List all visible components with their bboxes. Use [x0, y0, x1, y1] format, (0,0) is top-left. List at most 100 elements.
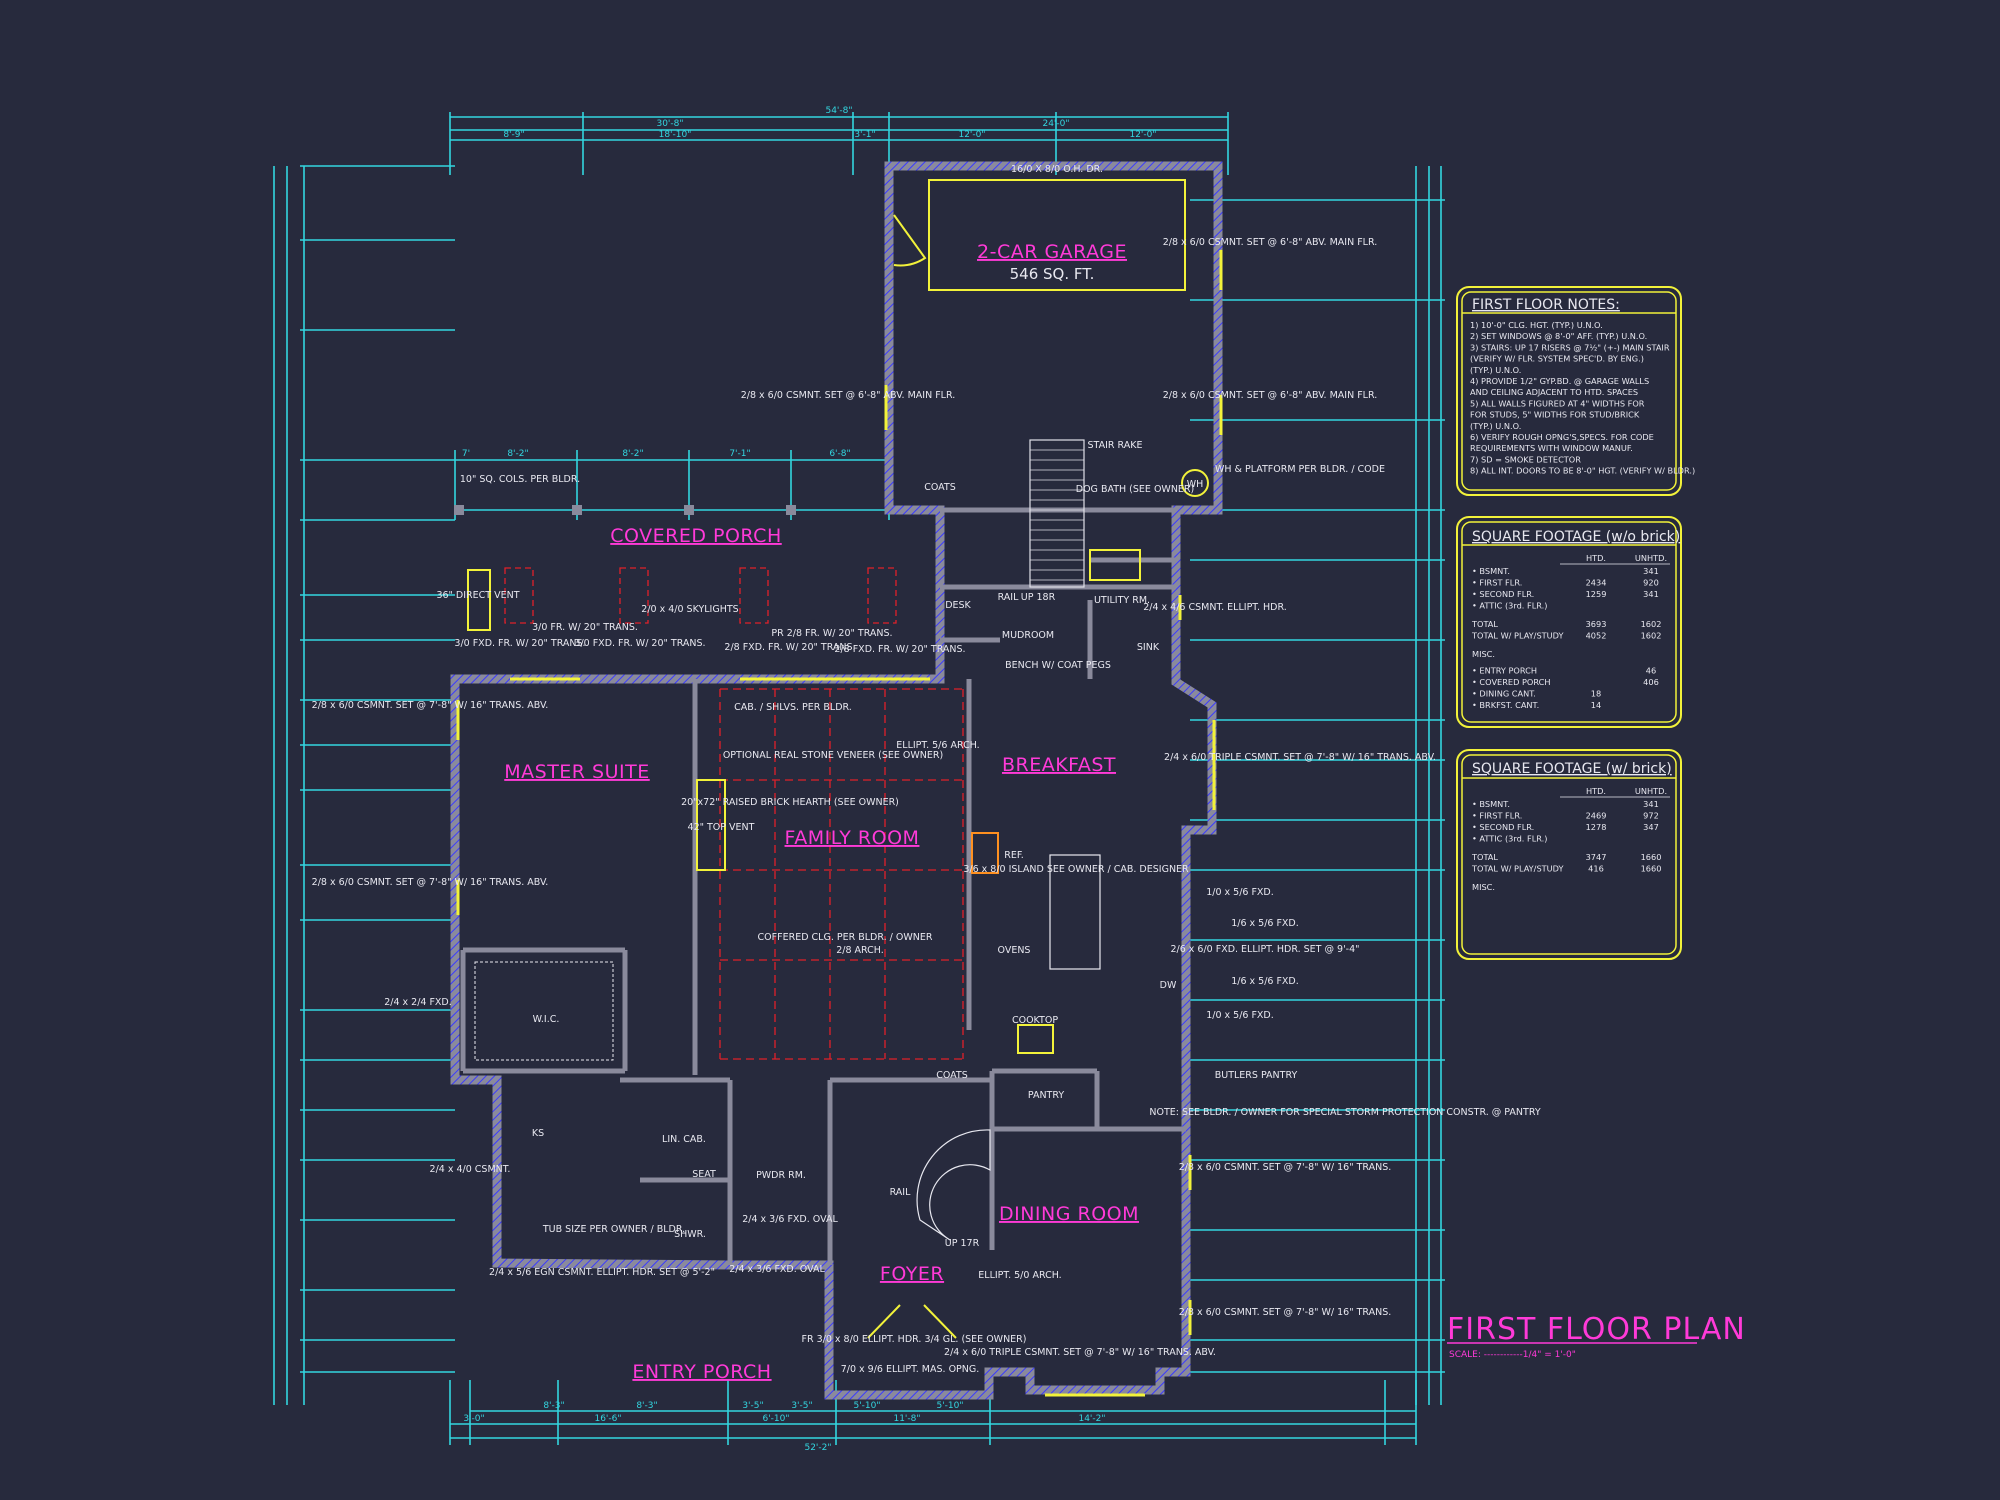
- box-frame: [1456, 516, 1682, 728]
- callouts: 16/0 X 8/0 O.H. DR. 2/8 x 6/0 CSMNT. SET …: [312, 164, 1541, 1375]
- dimension-label: 16'-6": [594, 1414, 621, 1424]
- row-label: TOTAL W/ PLAY/STUDY: [1471, 631, 1564, 641]
- notes-list: 1) 10'-0" CLG. HGT. (TYP.) U.N.O.2) SET …: [1470, 320, 1695, 476]
- row-label: • FIRST FLR.: [1472, 811, 1522, 821]
- room-sublabel: RAIL: [998, 592, 1020, 603]
- dimension-label: 8'-9": [503, 130, 524, 140]
- room-sublabel: COATS: [924, 482, 956, 493]
- annotation-callout: 20"x72" RAISED BRICK HEARTH (SEE OWNER): [681, 797, 899, 808]
- room-label-foyer: FOYER: [880, 1263, 944, 1285]
- annotation-callout: 1/0 x 5/6 FXD.: [1206, 1010, 1274, 1021]
- annotation-callout: 2/8 x 6/0 CSMNT. SET @ 6'-8" ABV. MAIN F…: [1163, 390, 1378, 401]
- box-frame: [1461, 521, 1677, 723]
- unhtd-value: 972: [1643, 811, 1659, 821]
- annotation-callout: COFFERED CLG. PER BLDR. / OWNER: [758, 932, 933, 943]
- annotation-callout: 2/6 x 6/0 FXD. ELLIPT. HDR. SET @ 9'-4": [1170, 944, 1359, 955]
- room-sublabel: REF.: [1004, 850, 1024, 861]
- note-item: 2) SET WINDOWS @ 8'-0" AFF. (TYP.) U.N.O…: [1470, 331, 1647, 341]
- room-sublabel: PANTRY: [1028, 1090, 1065, 1101]
- room-sublabel: W.I.C.: [533, 1014, 560, 1025]
- note-item: (TYP.) U.N.O.: [1470, 421, 1521, 431]
- annotation-callout: ELLIPT. 5/0 ARCH.: [978, 1270, 1061, 1281]
- annotation-callout: 2/4 x 5/6 EGN CSMNT. ELLIPT. HDR. SET @ …: [489, 1267, 715, 1278]
- room-sublabel: PWDR RM.: [756, 1170, 806, 1181]
- washer-dryer: [1089, 549, 1141, 581]
- dimension-label: 3'-1": [854, 130, 875, 140]
- row-label: • ENTRY PORCH: [1472, 666, 1537, 676]
- door-swing: [893, 214, 927, 267]
- annotation-callout: 1/6 x 5/6 FXD.: [1231, 918, 1299, 929]
- note-item: 8) ALL INT. DOORS TO BE 8'-0" HGT. (VERI…: [1470, 466, 1695, 476]
- annotation-callout: 2/8 x 6/0 CSMNT. SET @ 6'-8" ABV. MAIN F…: [741, 390, 956, 401]
- row-label: TOTAL W/ PLAY/STUDY: [1471, 864, 1564, 874]
- htd-value: 1259: [1586, 589, 1607, 599]
- room-sublabel: UP 18R: [1021, 592, 1056, 603]
- row-label: • BSMNT.: [1472, 566, 1510, 576]
- note-item: FOR STUDS, 5" WIDTHS FOR STUD/BRICK: [1470, 410, 1640, 420]
- column-header-htd: HTD.: [1586, 553, 1606, 563]
- dimension-label: 3'-0": [463, 1414, 484, 1424]
- room-sublabel: BUTLERS PANTRY: [1215, 1070, 1298, 1081]
- annotation-callout: OPTIONAL REAL STONE VENEER (SEE OWNER): [723, 750, 943, 761]
- dimension-label: 6'-8": [829, 449, 850, 459]
- unhtd-value: 341: [1643, 799, 1659, 809]
- room-sublabel: OVENS: [998, 945, 1031, 956]
- room-label-dining-room: DINING ROOM: [999, 1203, 1139, 1225]
- annotation-callout: PR 2/8 FR. W/ 20" TRANS.: [771, 628, 892, 639]
- garage-door-outline: [928, 179, 1186, 291]
- curved-stair: [916, 1129, 991, 1241]
- sqft-wo-brick-title: SQUARE FOOTAGE (w/o brick): [1472, 529, 1680, 545]
- row-label: • SECOND FLR.: [1472, 822, 1534, 832]
- porch-column: [786, 505, 796, 515]
- annotation-callout: 1/6 x 5/6 FXD.: [1231, 976, 1299, 987]
- htd-value: 18: [1591, 689, 1601, 699]
- sqft-with-brick-box: SQUARE FOOTAGE (w/ brick) HTD.UNHTD.• BS…: [1456, 749, 1682, 960]
- row-label: • BSMNT.: [1472, 799, 1510, 809]
- annotation-callout: 2/8 FXD. FR. W/ 20" TRANS.: [724, 642, 855, 653]
- drawing-scale: SCALE: ------------1/4" = 1'-0": [1449, 1350, 1576, 1360]
- room-sublabel: COOKTOP: [1012, 1015, 1058, 1026]
- entry-door: [867, 1304, 957, 1339]
- annotation-callout: 7/0 x 9/6 ELLIPT. MAS. OPNG.: [841, 1364, 980, 1375]
- row-label: • FIRST FLR.: [1472, 578, 1522, 588]
- note-item: 4) PROVIDE 1/2" GYP.BD. @ GARAGE WALLS: [1470, 376, 1649, 386]
- first-floor-notes-box: FIRST FLOOR NOTES: 1) 10'-0" CLG. HGT. (…: [1456, 286, 1695, 496]
- skylight: [739, 567, 769, 624]
- unhtd-value: 341: [1643, 566, 1659, 576]
- column-header-unhtd: UNHTD.: [1635, 553, 1667, 563]
- htd-value: 416: [1588, 864, 1604, 874]
- unhtd-value: 347: [1643, 822, 1659, 832]
- row-label: TOTAL: [1471, 619, 1498, 629]
- annotation-callout: BENCH W/ COAT PEGS: [1005, 660, 1111, 671]
- annotation-callout: TUB SIZE PER OWNER / BLDR.: [542, 1224, 685, 1235]
- htd-value: 3693: [1586, 619, 1607, 629]
- dimension-label: 52'-2": [804, 1443, 831, 1453]
- annotation-callout: 3/0 FXD. FR. W/ 20" TRANS.: [454, 638, 585, 649]
- htd-value: 2469: [1586, 811, 1607, 821]
- box-frame: [1456, 749, 1682, 960]
- room-sublabel: LIN. CAB.: [662, 1134, 706, 1145]
- annotation-callout: 2/4 x 4/6 CSMNT. ELLIPT. HDR.: [1143, 602, 1287, 613]
- annotation-callout: 16/0 X 8/0 O.H. DR.: [1011, 164, 1103, 175]
- drawing-title: FIRST FLOOR PLAN: [1447, 1312, 1746, 1347]
- skylight: [619, 567, 649, 624]
- notes-title: FIRST FLOOR NOTES:: [1472, 297, 1620, 313]
- annotation-callout: CAB. / SHLVS. PER BLDR.: [734, 702, 852, 713]
- row-label: TOTAL: [1471, 852, 1498, 862]
- skylight: [867, 567, 897, 624]
- annotation-callout: 2/8 ARCH.: [836, 945, 884, 956]
- porch-column: [684, 505, 694, 515]
- note-item: AND CEILING ADJACENT TO HTD. SPACES: [1470, 387, 1638, 397]
- room-sublabel: DESK: [945, 600, 971, 611]
- note-item: 3) STAIRS: UP 17 RISERS @ 7½" (+-) MAIN …: [1470, 342, 1670, 352]
- room-sublabel: DW: [1160, 980, 1177, 991]
- dimension-label: 3'-5": [791, 1401, 812, 1411]
- htd-value: 2434: [1586, 578, 1607, 588]
- note-item: (TYP.) U.N.O.: [1470, 365, 1521, 375]
- room-sublabel: UTILITY RM.: [1094, 595, 1150, 606]
- room-sublabel: COATS: [936, 1070, 968, 1081]
- annotation-callout: 3/0 FR. W/ 20" TRANS.: [532, 622, 638, 633]
- annotation-callout: DOG BATH (SEE OWNER): [1076, 484, 1194, 495]
